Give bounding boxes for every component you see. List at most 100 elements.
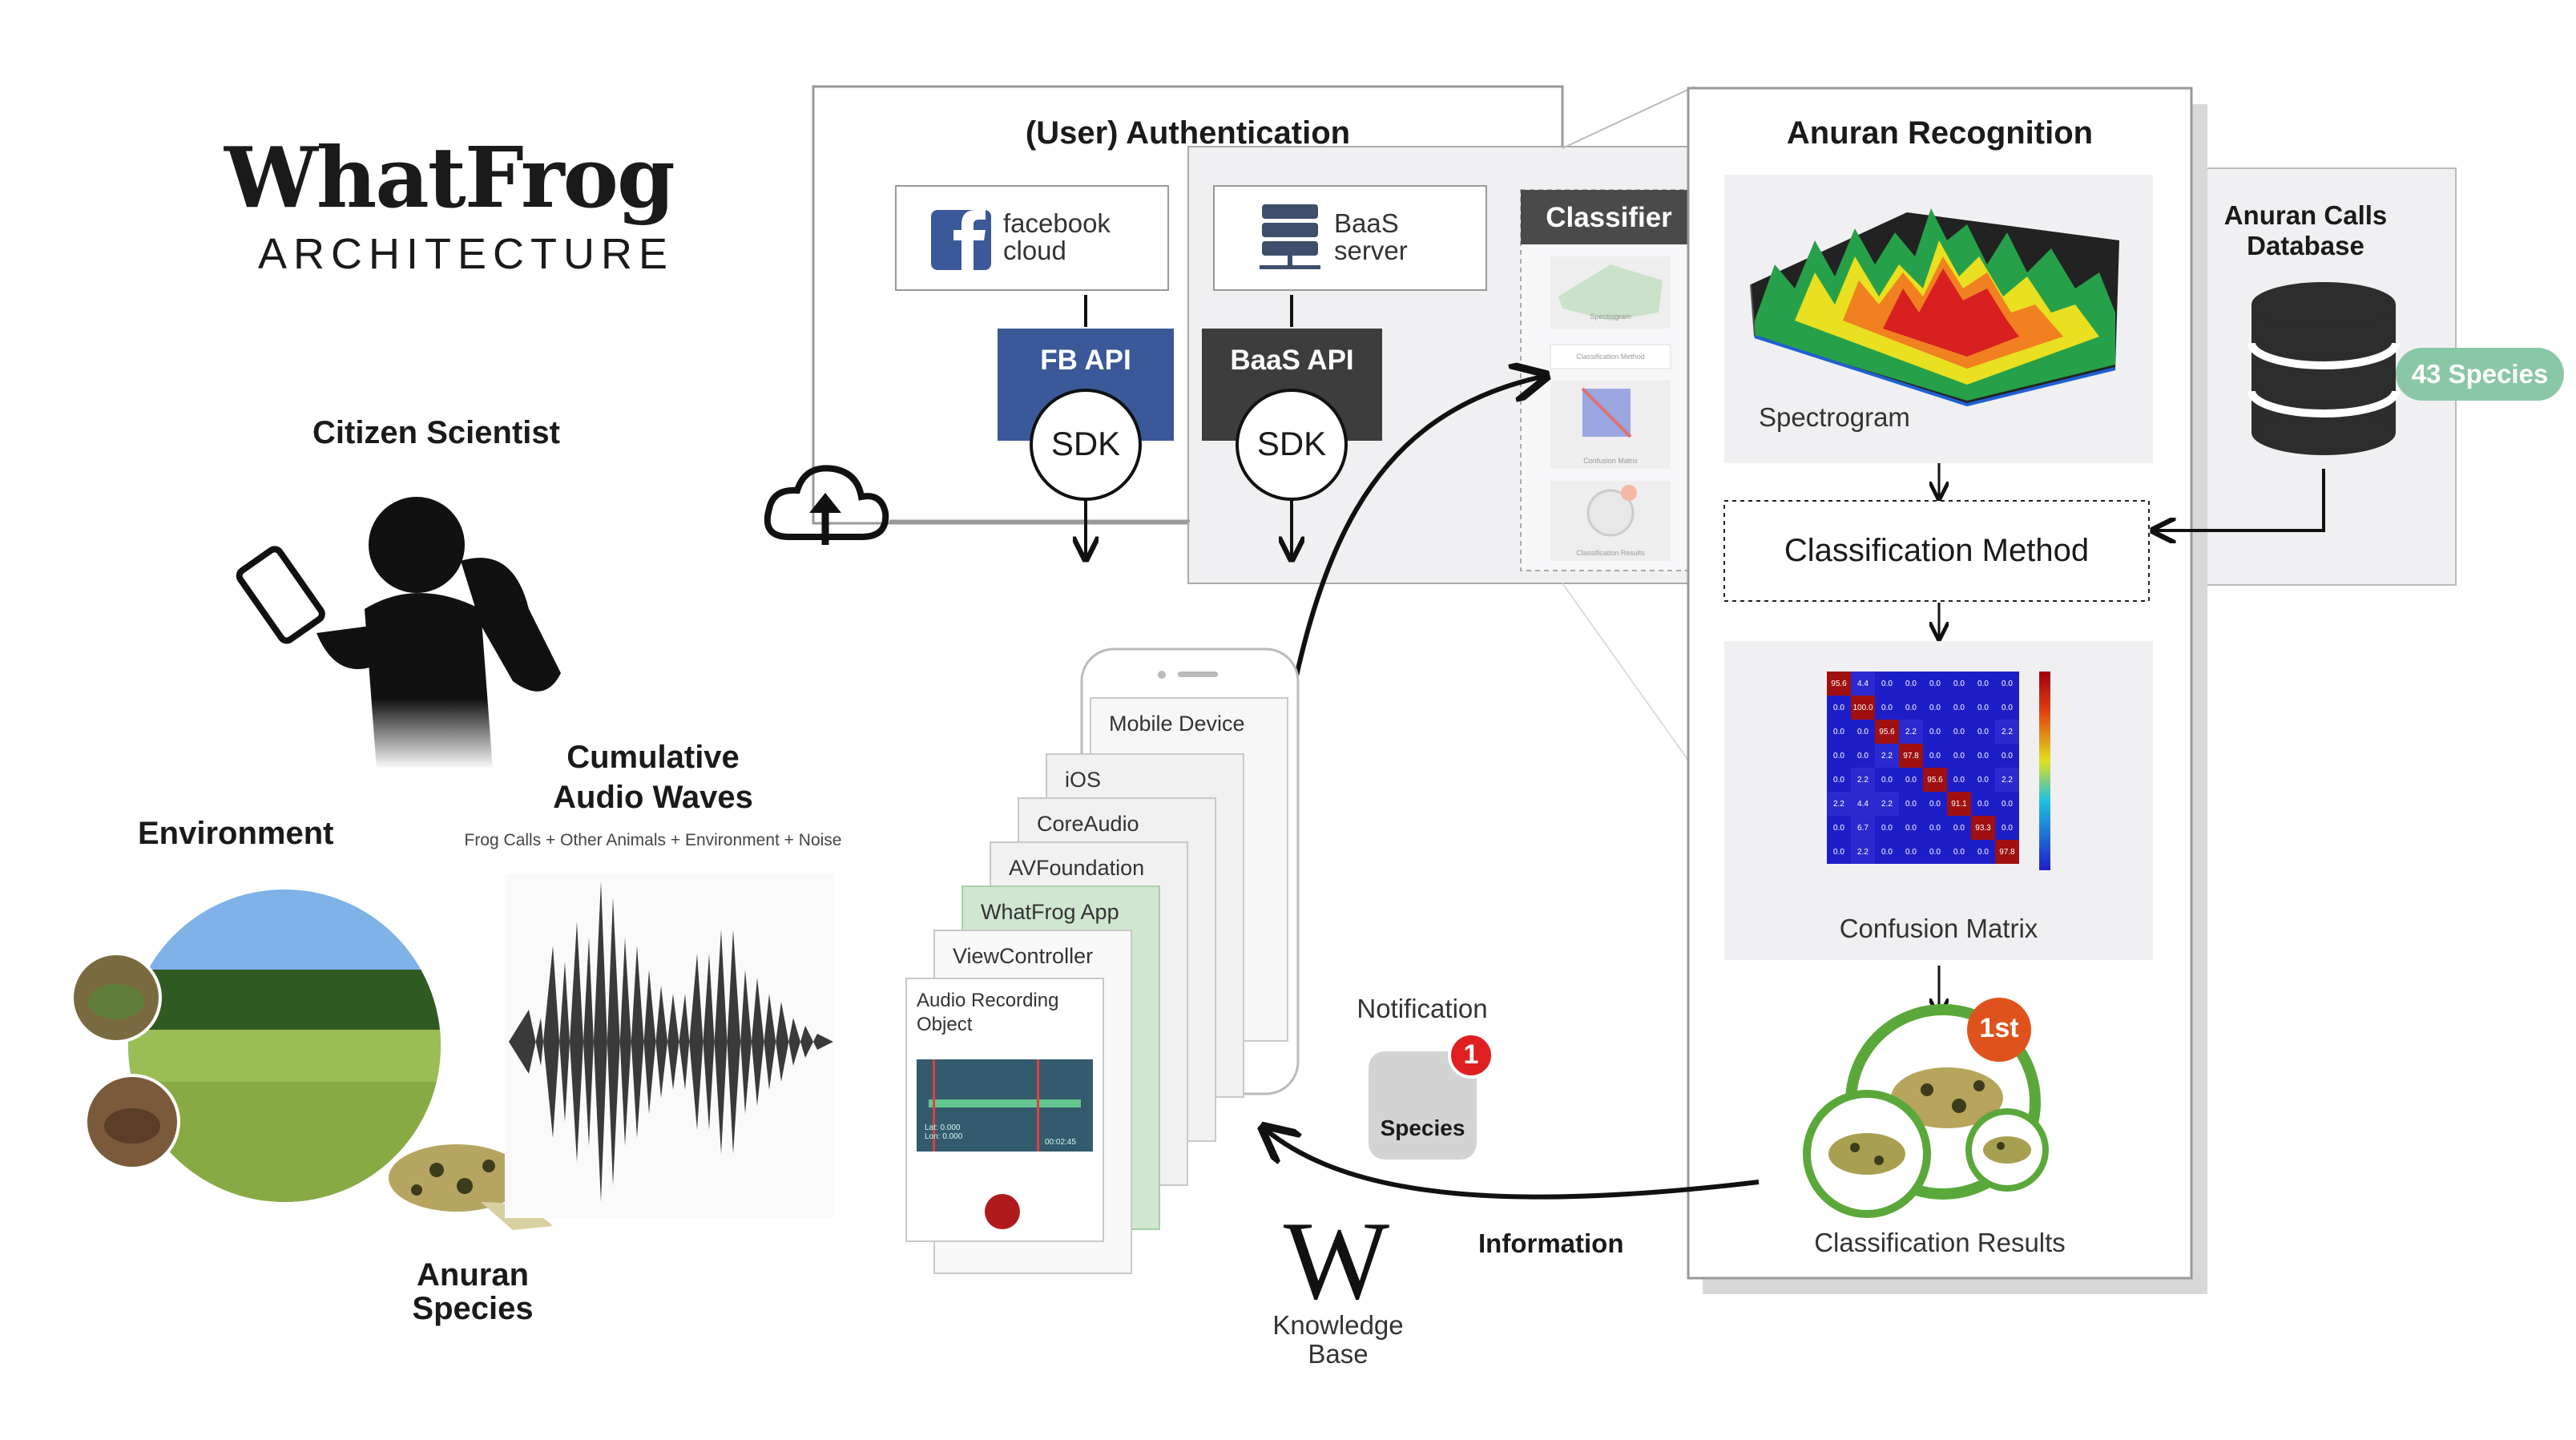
server-icon [1260, 204, 1320, 269]
classifier-thumb-1: Spectrogram [1590, 313, 1631, 321]
audio-waveform [509, 881, 833, 1202]
anuran-species-label: Anuran Species [412, 1257, 534, 1326]
confusion-matrix-label: Confusion Matrix [1839, 914, 2038, 943]
heatmap-cell: 0.0 [1827, 768, 1851, 792]
heatmap-cell: 0.0 [1875, 816, 1899, 840]
heatmap-cell: 100.0 [1851, 696, 1875, 720]
heatmap-cell: 0.0 [1995, 672, 2019, 696]
facebook-cloud-label: facebook cloud [1003, 208, 1111, 265]
heatmap-cell: 0.0 [1947, 768, 1971, 792]
heatmap-cell: 0.0 [1947, 840, 1971, 864]
classifier-label: Classifier [1546, 202, 1672, 233]
layer-audio-recording: Audio Recording Object Lat: 0.000 Lon: 0… [905, 978, 1104, 1242]
citizen-scientist-icon [236, 497, 561, 769]
environment-label: Environment [138, 816, 334, 851]
heatmap-cell: 2.2 [1827, 792, 1851, 816]
heatmap-cell: 0.0 [1899, 768, 1923, 792]
recording-waveform-view: Lat: 0.000 Lon: 0.000 00:02:45 [917, 1059, 1093, 1152]
cumulative-label: Cumulative Audio Waves [553, 740, 753, 815]
notification-species: Species [1380, 1115, 1465, 1140]
heatmap-cell: 0.0 [1971, 744, 1995, 768]
database-icon [2247, 282, 2400, 455]
heatmap-cell: 0.0 [1923, 792, 1947, 816]
heatmap-cell: 0.0 [1971, 768, 1995, 792]
classification-results-label: Classification Results [1814, 1228, 2066, 1257]
heatmap-cell: 0.0 [1899, 672, 1923, 696]
cumulative-sublabel: Frog Calls + Other Animals + Environment… [464, 831, 842, 849]
heatmap-cell: 0.0 [1899, 816, 1923, 840]
classification-results-image [1803, 998, 2049, 1218]
heatmap-cell: 0.0 [1827, 720, 1851, 744]
heatmap-cell: 0.0 [1851, 720, 1875, 744]
app-subtitle: ARCHITECTURE [258, 230, 675, 278]
classifier-thumb-3: Confusion Matrix [1583, 457, 1638, 465]
heatmap-cell: 2.2 [1875, 744, 1899, 768]
heatmap-cell: 0.0 [1995, 696, 2019, 720]
heatmap-cell: 91.1 [1947, 792, 1971, 816]
fb-api-label: FB API [1040, 345, 1131, 376]
heatmap-cell: 0.0 [1971, 840, 1995, 864]
heatmap-cell: 0.0 [1971, 672, 1995, 696]
heatmap-cell: 0.0 [1947, 744, 1971, 768]
heatmap-cell: 0.0 [1851, 744, 1875, 768]
heatmap-cell: 0.0 [1899, 840, 1923, 864]
heatmap-cell: 0.0 [1923, 816, 1947, 840]
auth-title: (User) Authentication [1025, 115, 1351, 151]
heatmap-cell: 0.0 [1947, 696, 1971, 720]
app-title: WhatFrog [224, 128, 675, 227]
fb-sdk-label: SDK [1050, 425, 1121, 462]
information-label: Information [1478, 1228, 1624, 1258]
heatmap-cell: 2.2 [1851, 840, 1875, 864]
knowledge-base-label: Knowledge Base [1272, 1310, 1404, 1369]
recording-time: 00:02:45 [1045, 1138, 1076, 1147]
heatmap-cell: 6.7 [1851, 816, 1875, 840]
notification-label: Notification [1357, 994, 1488, 1023]
heatmap-cell: 0.0 [1971, 696, 1995, 720]
recognition-title: Anuran Recognition [1786, 115, 2094, 151]
heatmap-cell: 2.2 [1995, 768, 2019, 792]
svg-text:W: W [1284, 1199, 1389, 1323]
heatmap-cell: 0.0 [1947, 816, 1971, 840]
species-count-pill: 43 Species [2396, 348, 2564, 401]
heatmap-cell: 0.0 [1995, 792, 2019, 816]
cloud-upload-icon [764, 465, 889, 545]
notification-tile [1369, 1051, 1477, 1160]
heatmap-cell: 0.0 [1995, 744, 2019, 768]
heatmap-cell: 0.0 [1995, 816, 2019, 840]
baas-api-label: BaaS API [1230, 345, 1354, 376]
heatmap-cell: 4.4 [1851, 672, 1875, 696]
baas-server-label: BaaS server [1334, 208, 1408, 265]
heatmap-cell: 0.0 [1827, 744, 1851, 768]
wikipedia-icon: W [1284, 1199, 1389, 1323]
heatmap-cell: 95.6 [1827, 672, 1851, 696]
rank-badge: 1st [1979, 1013, 2019, 1043]
record-button[interactable] [985, 1194, 1020, 1229]
classification-method-label: Classification Method [1784, 533, 2090, 568]
heatmap-cell: 0.0 [1947, 720, 1971, 744]
heatmap-cell: 95.6 [1875, 720, 1899, 744]
heatmap-cell: 0.0 [1875, 840, 1899, 864]
heatmap-cell: 2.2 [1995, 720, 2019, 744]
heatmap-cell: 0.0 [1923, 744, 1947, 768]
database-title: Anuran Calls Database [2223, 200, 2388, 260]
heatmap-cell: 0.0 [1899, 792, 1923, 816]
heatmap-cell: 0.0 [1923, 696, 1947, 720]
heatmap-cell: 0.0 [1875, 768, 1899, 792]
baas-sdk-label: SDK [1256, 425, 1327, 462]
heatmap-cell: 4.4 [1851, 792, 1875, 816]
heatmap-cell: 0.0 [1827, 816, 1851, 840]
spectrogram-plot [1750, 208, 2119, 407]
heatmap-cell: 95.6 [1923, 768, 1947, 792]
heatmap-cell: 0.0 [1827, 696, 1851, 720]
recording-coords: Lat: 0.000 Lon: 0.000 [925, 1123, 963, 1141]
heatmap-cell: 2.2 [1899, 720, 1923, 744]
notification-badge: 1 [1463, 1039, 1479, 1070]
heatmap-cell: 0.0 [1875, 672, 1899, 696]
spectrogram-label: Spectrogram [1759, 402, 1910, 432]
